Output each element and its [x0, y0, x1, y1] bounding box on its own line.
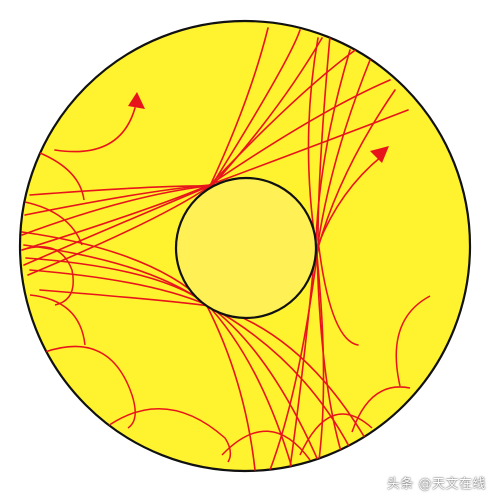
surface-arc	[39, 152, 85, 201]
surface-arc	[395, 295, 431, 387]
ray-path	[27, 27, 269, 276]
ray-path	[269, 89, 396, 471]
ray-path	[317, 155, 383, 246]
inner-core	[174, 176, 318, 320]
ray-path	[54, 107, 136, 153]
surface-arc	[221, 430, 311, 461]
arrow-head-icon	[128, 92, 145, 109]
watermark: 头条 @天文在线	[386, 477, 486, 492]
surface-arc	[24, 201, 83, 246]
ray-path	[23, 29, 301, 266]
surface-arc	[29, 294, 86, 346]
surface-arc	[44, 345, 136, 429]
surface-arc	[104, 408, 232, 463]
ray-path	[317, 35, 359, 346]
arrow-head-icon	[370, 146, 389, 163]
